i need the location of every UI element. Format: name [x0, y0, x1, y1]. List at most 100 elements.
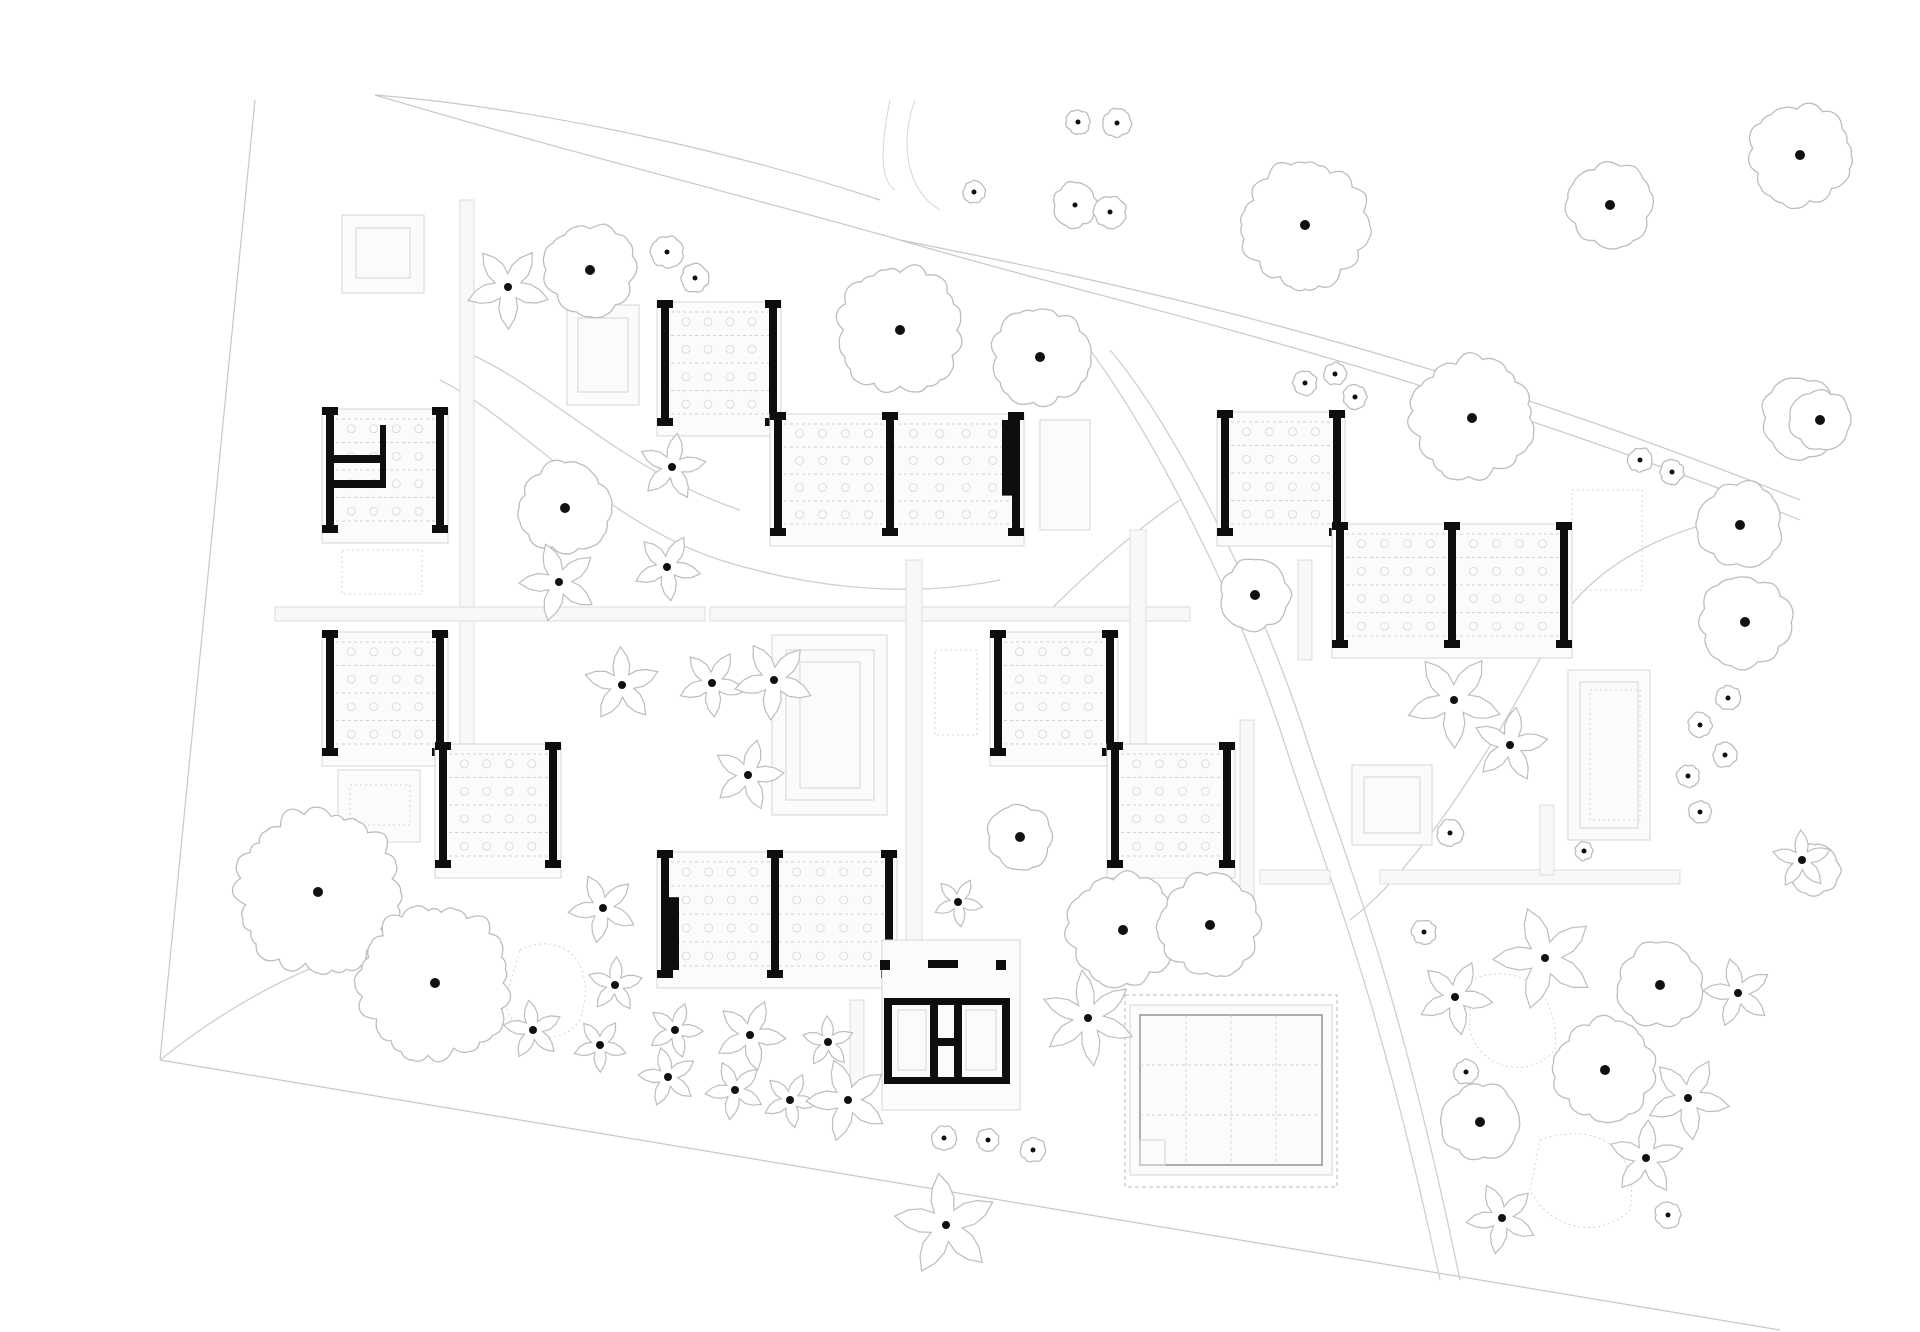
tree: [681, 263, 709, 292]
pavilion-slab: [1217, 412, 1345, 546]
palm-trunk: [1084, 1014, 1092, 1022]
tree-trunk: [1076, 120, 1081, 125]
pavilion: [1107, 742, 1235, 878]
tree: [977, 1129, 999, 1152]
tree: [1408, 353, 1534, 481]
palm-trunk: [663, 563, 671, 571]
tree-trunk: [1467, 413, 1477, 423]
tree: [991, 309, 1091, 407]
palm-tree: [705, 1063, 761, 1120]
pavilion: [990, 630, 1118, 766]
tree-trunk: [313, 887, 323, 897]
tree-trunk: [1015, 832, 1025, 842]
tree: [1749, 103, 1853, 208]
tree-trunk: [1205, 920, 1215, 930]
tree-trunk: [1582, 849, 1587, 854]
palm-trunk: [671, 1026, 679, 1034]
palm-tree: [1703, 959, 1768, 1025]
palm-trunk: [618, 681, 626, 689]
tree-trunk: [1815, 415, 1825, 425]
tree-trunk: [693, 276, 698, 281]
palm-tree: [1611, 1120, 1683, 1190]
tree: [1696, 481, 1782, 568]
tree-trunk: [1698, 810, 1703, 815]
tree-trunk: [1250, 590, 1260, 600]
tree-trunk: [1723, 753, 1728, 758]
tree: [543, 224, 637, 318]
tree: [1552, 1015, 1655, 1122]
tree: [1454, 1059, 1479, 1084]
tree-trunk: [1698, 723, 1703, 728]
pavilion-slab: [990, 632, 1118, 766]
palm-tree: [585, 647, 657, 717]
tree: [1655, 1202, 1681, 1229]
palm-tree: [642, 433, 706, 497]
tree-trunk: [895, 325, 905, 335]
wall: [774, 416, 782, 532]
wall: [326, 634, 334, 752]
tree-trunk: [1795, 150, 1805, 160]
tree: [1066, 110, 1091, 134]
palm-tree: [574, 1023, 625, 1072]
wall: [1560, 526, 1568, 644]
wall: [1448, 526, 1456, 644]
palm-fronds: [1493, 909, 1588, 1008]
palm-tree: [1650, 1061, 1729, 1139]
tree-trunk: [1108, 210, 1113, 215]
tree: [1565, 162, 1653, 249]
palm-trunk: [1541, 954, 1549, 962]
palm-tree: [568, 876, 633, 942]
palm-tree: [1493, 909, 1588, 1008]
wall: [769, 304, 777, 422]
palm-trunk: [1498, 1214, 1506, 1222]
tree: [836, 265, 962, 393]
tree: [987, 804, 1052, 870]
palm-trunk: [1642, 1154, 1650, 1162]
tree-trunk: [1655, 980, 1665, 990]
palm-trunk: [599, 904, 607, 912]
wall: [549, 746, 557, 864]
palm-trunk: [954, 898, 962, 906]
tree-trunk: [1300, 220, 1310, 230]
tree-trunk: [1740, 617, 1750, 627]
tree: [1093, 196, 1126, 228]
palm-trunk: [596, 1041, 604, 1049]
tree: [518, 460, 612, 554]
palm-tree: [806, 1060, 883, 1140]
toilet-block: [880, 940, 1020, 1110]
tree-trunk: [1726, 696, 1731, 701]
palm-tree: [652, 1004, 703, 1057]
tree-trunk: [972, 190, 977, 195]
tree: [1617, 942, 1703, 1027]
tree: [1054, 182, 1098, 229]
pavilion-slab: [435, 744, 561, 878]
wall: [436, 634, 444, 752]
tree-trunk: [1735, 520, 1745, 530]
tree: [932, 1126, 957, 1151]
tree: [1689, 801, 1712, 823]
palm-trunk: [744, 771, 752, 779]
wall: [1221, 414, 1229, 532]
tree-trunk: [1448, 831, 1453, 836]
tree: [1103, 108, 1132, 137]
tree: [1575, 842, 1593, 861]
tree-trunk: [1475, 1117, 1485, 1127]
tree: [1699, 577, 1793, 670]
tree: [1020, 1137, 1045, 1161]
pavilion-slab: [322, 632, 448, 766]
tree-trunk: [1686, 774, 1691, 779]
pavilion: [435, 742, 561, 878]
tree: [1716, 685, 1741, 709]
palm-tree: [681, 654, 746, 717]
pavilion: [770, 412, 1024, 546]
palm-trunk: [770, 676, 778, 684]
palm-trunk: [1684, 1094, 1692, 1102]
palm-trunk: [786, 1096, 794, 1104]
palm-trunk: [555, 578, 563, 586]
tree: [1411, 921, 1436, 945]
wall: [994, 634, 1002, 752]
tree-trunk: [1600, 1065, 1610, 1075]
tree: [1660, 459, 1684, 484]
palm-trunk: [1798, 856, 1806, 864]
